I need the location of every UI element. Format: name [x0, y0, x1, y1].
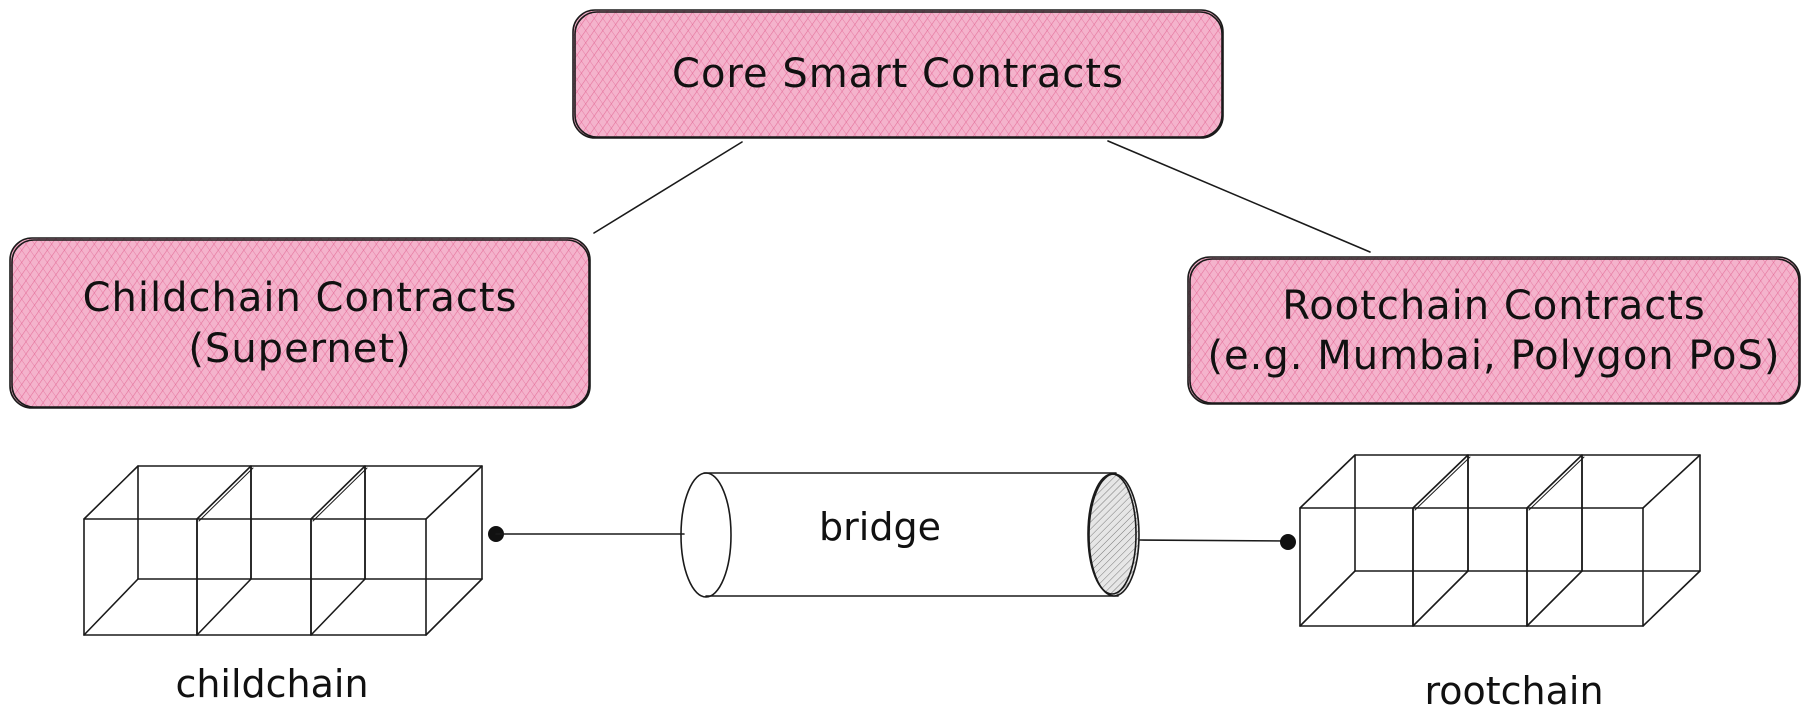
- bridge-label: bridge: [819, 505, 941, 549]
- rootchain-connector-dot: [1280, 534, 1296, 550]
- bridge-cylinder-icon: bridge: [680, 472, 1140, 598]
- rootchain-contracts-box: Rootchain Contracts (e.g. Mumbai, Polygo…: [1187, 256, 1801, 405]
- rootchain-block-1: [1299, 454, 1469, 627]
- childchain-label: childchain: [175, 662, 368, 706]
- childchain-contracts-label-line1: Childchain Contracts: [83, 275, 518, 321]
- rootchain-contracts-label-line1: Rootchain Contracts: [1282, 283, 1706, 329]
- childchain-block-chain-icon: [83, 465, 483, 636]
- childchain-contracts-box: Childchain Contracts (Supernet): [9, 237, 591, 409]
- bridge-to-rootchain-line: [1139, 539, 1289, 542]
- rootchain-block-chain-icon: [1299, 454, 1701, 627]
- childchain-block-3: [310, 465, 483, 636]
- childchain-block-2: [196, 465, 366, 636]
- rootchain-contracts-label-line2: (e.g. Mumbai, Polygon PoS): [1207, 333, 1780, 379]
- rootchain-label: rootchain: [1424, 669, 1603, 713]
- core-contracts-label: Core Smart Contracts: [672, 51, 1124, 97]
- connector-core-to-childchain: [593, 141, 743, 234]
- childchain-block-1: [83, 465, 252, 636]
- core-contracts-box: Core Smart Contracts: [572, 9, 1224, 139]
- rootchain-block-3: [1526, 454, 1701, 627]
- childchain-contracts-label-line2: (Supernet): [188, 326, 411, 372]
- connector-core-to-rootchain: [1107, 140, 1371, 253]
